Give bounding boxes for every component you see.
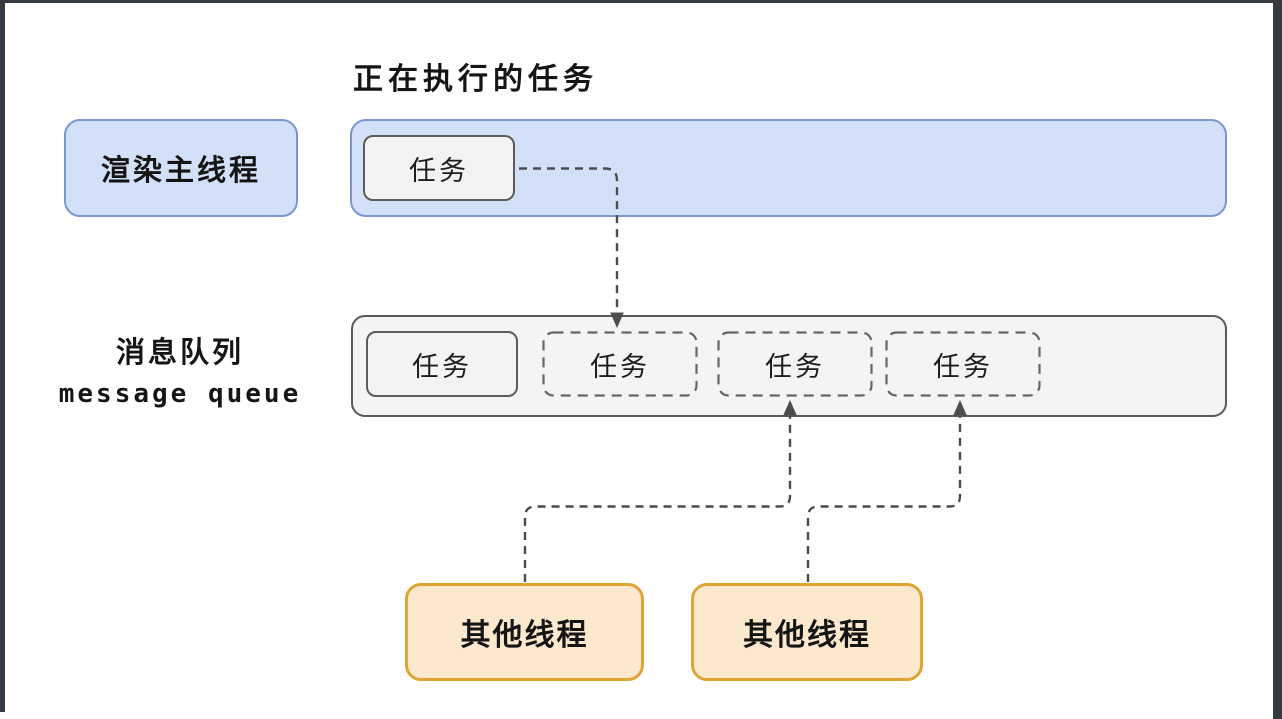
- dashed-border-rect: [542, 331, 698, 397]
- render-main-thread-box: 渲染主线程: [64, 119, 298, 217]
- current-task-label: 任务: [409, 155, 469, 186]
- other-thread-2-arrow: [806, 416, 962, 582]
- other-thread-1-arrow: [523, 416, 792, 582]
- queue-task-3-label: 任务: [765, 351, 825, 382]
- other-thread-1-box: 其他线程: [405, 583, 644, 681]
- queue-task-1: 任务: [366, 331, 518, 397]
- executing-task-label: 正在执行的任务: [353, 63, 598, 96]
- queue-task-3: 任务: [717, 331, 873, 397]
- message-queue-label: 消息队列 message queue: [30, 336, 330, 409]
- current-task-box: 任务: [363, 135, 515, 201]
- window-frame-right: [1273, 0, 1282, 719]
- message-queue-label-cn: 消息队列: [115, 337, 244, 369]
- dashed-border-rect: [717, 331, 873, 397]
- queue-task-4: 任务: [885, 331, 1041, 397]
- queue-task-1-label: 任务: [412, 351, 472, 382]
- window-frame-left: [0, 0, 5, 712]
- dashed-border-rect: [885, 331, 1041, 397]
- queue-task-2-label: 任务: [590, 351, 650, 382]
- other-thread-2-box: 其他线程: [691, 583, 923, 681]
- queue-task-4-label: 任务: [933, 351, 993, 382]
- queue-task-2: 任务: [542, 331, 698, 397]
- message-queue-label-en: message queue: [58, 379, 302, 409]
- window-frame-top: [0, 0, 1282, 3]
